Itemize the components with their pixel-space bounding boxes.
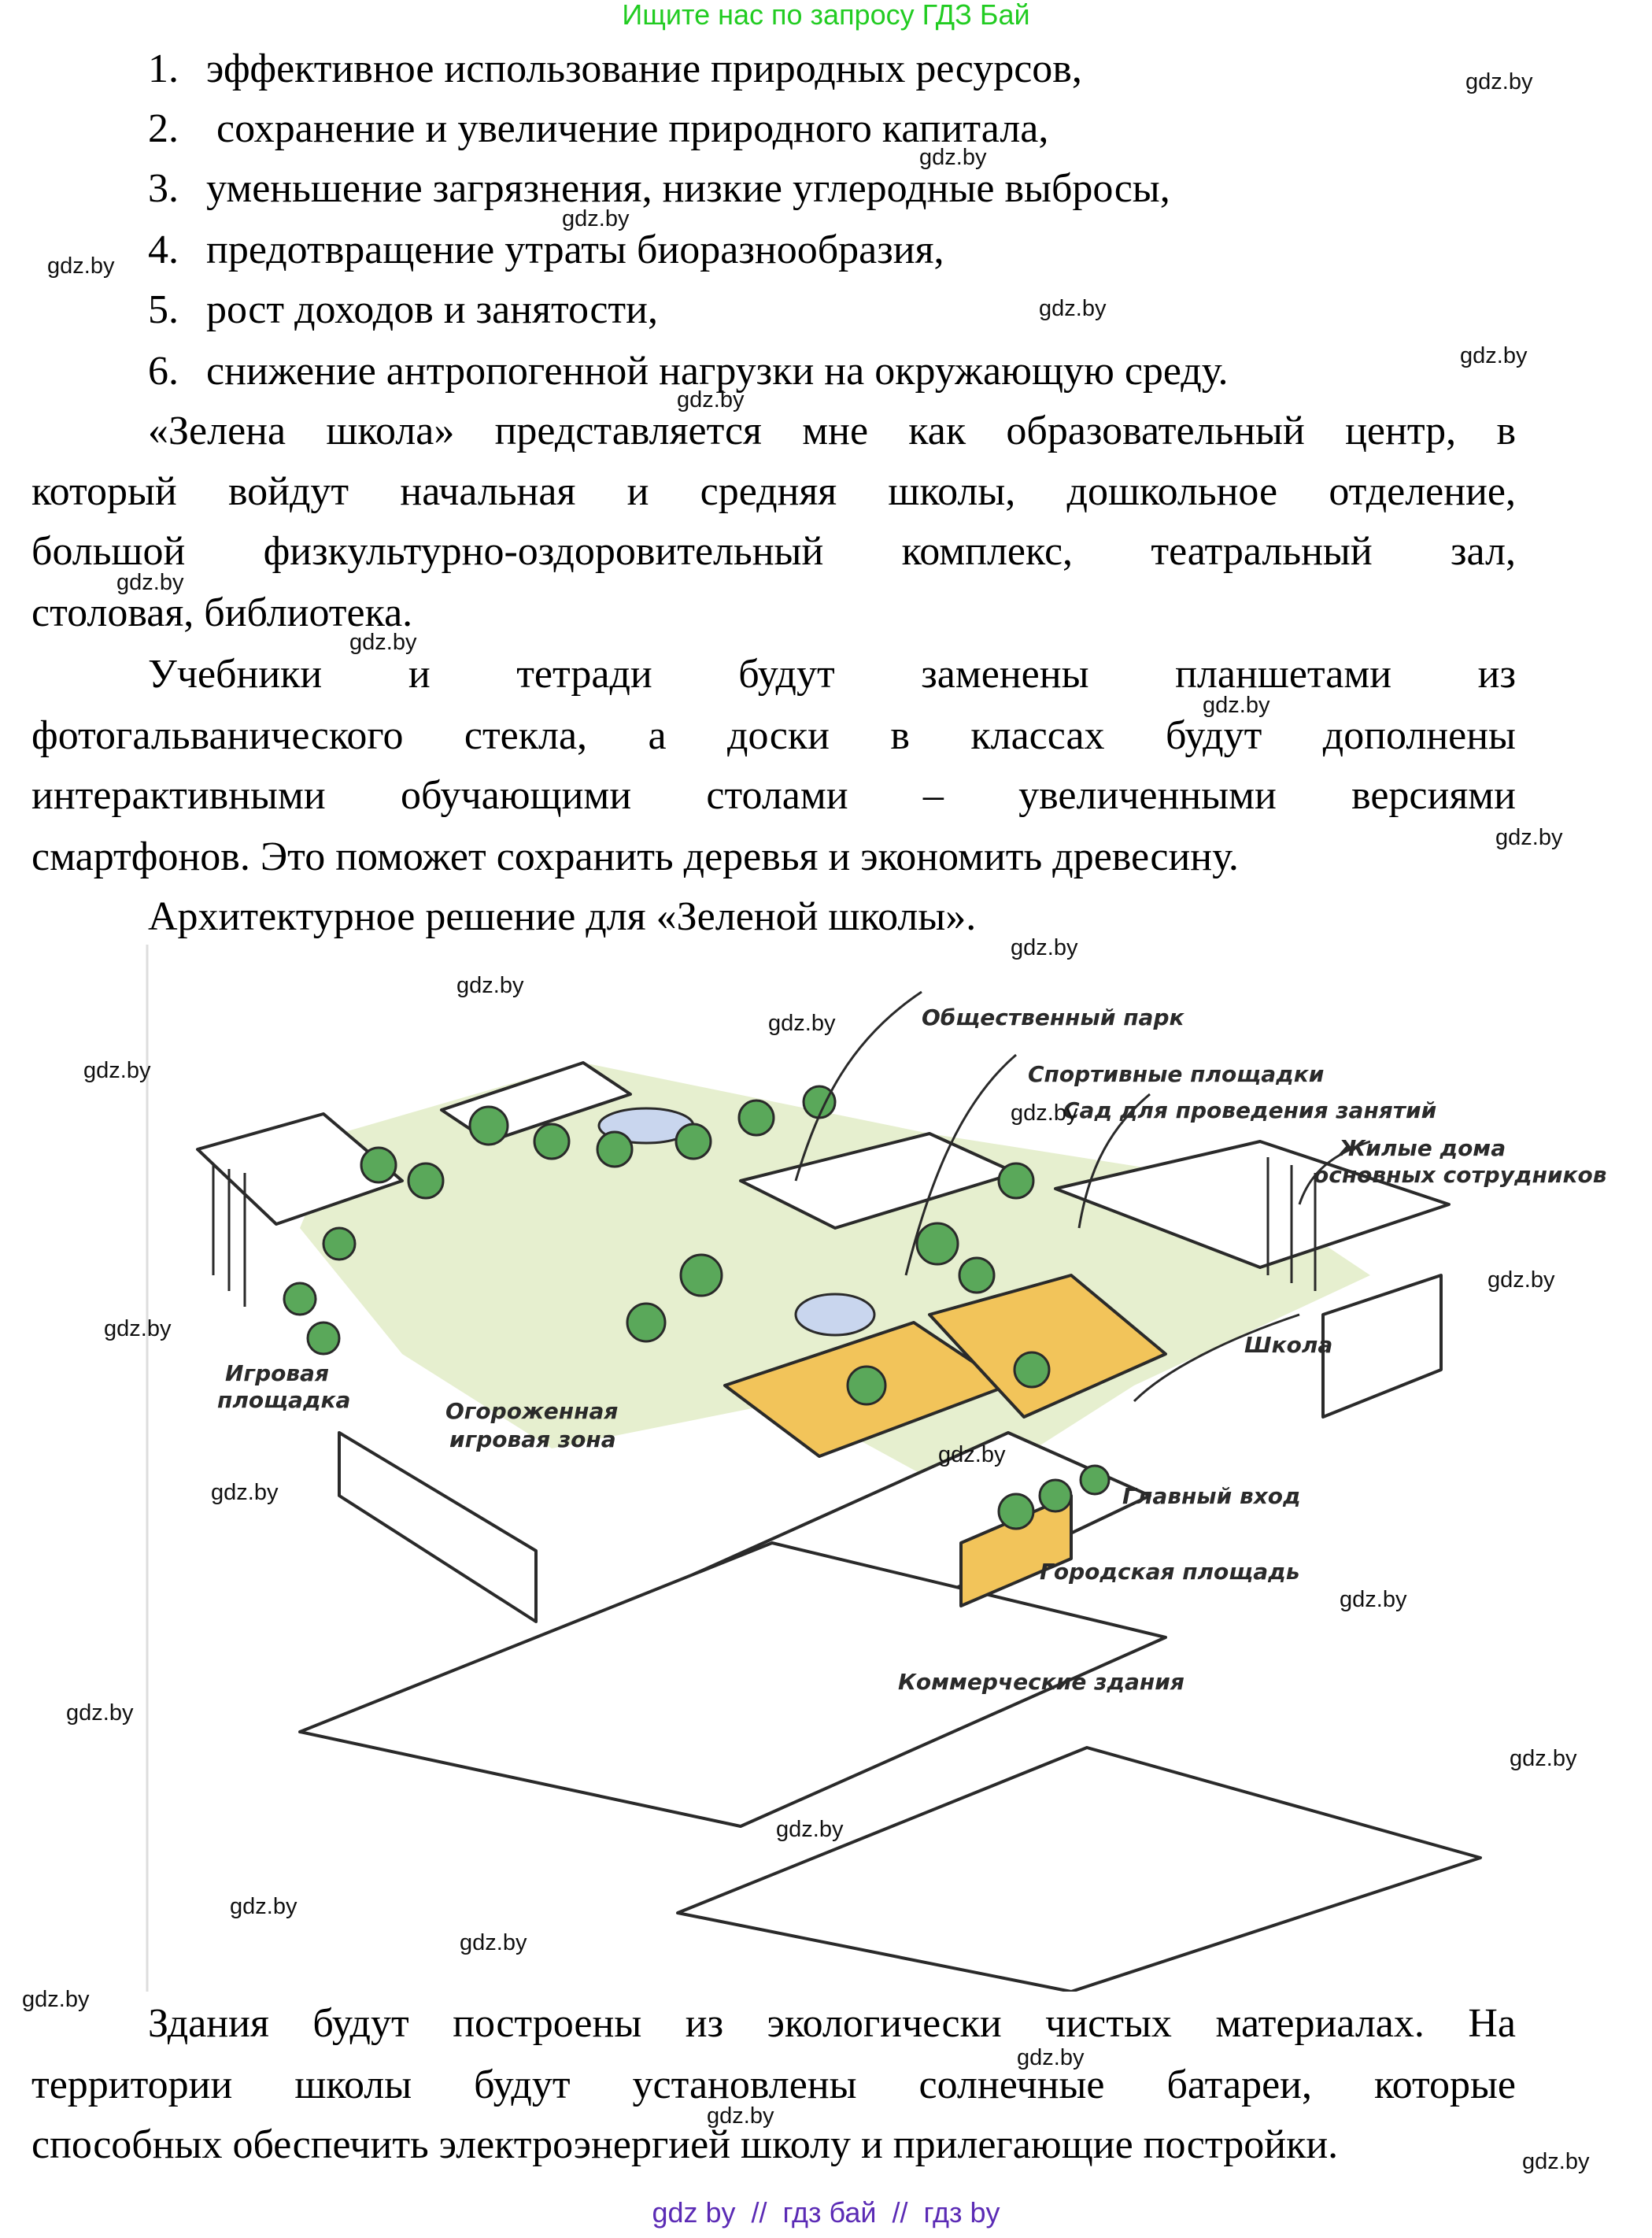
watermark: gdz.by bbox=[1017, 2045, 1085, 2070]
list-number: 6. bbox=[148, 349, 179, 394]
list-item: 1. эффективное использование природных р… bbox=[148, 46, 1082, 93]
label-city-square: Городская площадь bbox=[1040, 1559, 1300, 1585]
list-number: 5. bbox=[148, 287, 179, 332]
sketch-illustration bbox=[146, 945, 1482, 1993]
paragraph-line: большой физкультурно-оздоровительный ком… bbox=[31, 529, 1516, 574]
watermark: gdz.by bbox=[1495, 825, 1563, 850]
list-number: 3. bbox=[148, 166, 179, 211]
watermark: gdz.by bbox=[66, 1700, 134, 1726]
watermark: gdz.by bbox=[1522, 2149, 1590, 2174]
label-fenced-zone-1: Огороженная bbox=[445, 1398, 619, 1424]
paragraph-line: Учебники и тетради будут заменены планше… bbox=[148, 652, 1516, 697]
watermark: gdz.by bbox=[1460, 343, 1528, 368]
watermark: gdz.by bbox=[1465, 69, 1533, 94]
paragraph-line: столовая, библиотека. bbox=[31, 590, 413, 635]
list-number: 4. bbox=[148, 227, 179, 272]
label-playground-1: Игровая bbox=[225, 1360, 329, 1386]
paragraph-line: смартфонов. Это поможет сохранить деревь… bbox=[31, 834, 1239, 879]
list-text: сохранение и увеличение природного капит… bbox=[206, 106, 1049, 151]
watermark: gdz.by bbox=[1011, 1101, 1078, 1126]
label-staff-housing-1: Жилые дома bbox=[1339, 1135, 1506, 1161]
label-playground-2: площадка bbox=[217, 1387, 351, 1413]
paragraph-line: «Зелена школа» представляется мне как об… bbox=[148, 409, 1516, 453]
watermark: gdz.by bbox=[1011, 935, 1078, 960]
list-item: 4. предотвращение утраты биоразнообразия… bbox=[148, 227, 944, 274]
list-item: 3. уменьшение загрязнения, низкие углеро… bbox=[148, 165, 1170, 213]
architectural-sketch: Общественный парк Спортивные площадки Са… bbox=[142, 945, 1638, 1993]
paragraph-line: фотогальванического стекла, а доски в кл… bbox=[31, 713, 1516, 758]
watermark: gdz.by bbox=[349, 630, 417, 655]
watermark: gdz.by bbox=[919, 145, 987, 170]
paragraph-line: территории школы будут установлены солне… bbox=[31, 2062, 1516, 2107]
list-text: предотвращение утраты биоразнообразия, bbox=[206, 227, 944, 272]
list-number: 2. bbox=[148, 106, 179, 151]
paragraph-line: способных обеспечить электроэнергией шко… bbox=[31, 2122, 1339, 2167]
paragraph-line: интерактивными обучающими столами – увел… bbox=[31, 773, 1516, 818]
watermark: gdz.by bbox=[1510, 1746, 1577, 1771]
label-main-entrance: Главный вход bbox=[1122, 1483, 1301, 1509]
watermark: gdz.by bbox=[460, 1930, 527, 1955]
watermark: gdz.by bbox=[1039, 296, 1107, 321]
list-text: снижение антропогенной нагрузки на окруж… bbox=[206, 349, 1229, 394]
watermark: gdz.by bbox=[1203, 693, 1270, 718]
figure-caption: Архитектурное решение для «Зеленой школы… bbox=[148, 894, 977, 939]
label-sports-grounds: Спортивные площадки bbox=[1028, 1061, 1325, 1087]
label-staff-housing-2: основных сотрудников bbox=[1314, 1162, 1607, 1188]
watermark: gdz.by bbox=[938, 1442, 1006, 1467]
watermark: gdz.by bbox=[211, 1480, 279, 1505]
label-garden: Сад для проведения занятий bbox=[1063, 1097, 1437, 1123]
list-text: рост доходов и занятости, bbox=[206, 287, 658, 332]
list-item: 6. снижение антропогенной нагрузки на ок… bbox=[148, 348, 1229, 395]
watermark: gdz.by bbox=[776, 1817, 844, 1842]
list-number: 1. bbox=[148, 46, 179, 91]
watermark: gdz.by bbox=[116, 570, 184, 595]
watermark: gdz.by bbox=[456, 973, 524, 998]
label-public-park: Общественный парк bbox=[922, 1004, 1184, 1030]
watermark: gdz.by bbox=[768, 1011, 836, 1036]
watermark: gdz.by bbox=[22, 1987, 90, 2012]
watermark: gdz.by bbox=[1488, 1267, 1555, 1293]
list-text: эффективное использование природных ресу… bbox=[206, 46, 1082, 91]
watermark: gdz.by bbox=[83, 1058, 151, 1083]
footer-text[interactable]: gdz by // гдз бай // гдз by bbox=[652, 2196, 1000, 2229]
label-fenced-zone-2: игровая зона bbox=[449, 1426, 616, 1452]
list-item: 2. сохранение и увеличение природного ка… bbox=[148, 105, 1048, 153]
paragraph-line: Здания будут построены из экологически ч… bbox=[148, 2001, 1516, 2046]
label-school: Школа bbox=[1244, 1332, 1333, 1358]
footer-links[interactable]: gdz by // гдз бай // гдз by bbox=[0, 2196, 1652, 2229]
watermark: gdz.by bbox=[707, 2103, 774, 2129]
watermark: gdz.by bbox=[230, 1894, 298, 1919]
paragraph-line: который войдут начальная и средняя школы… bbox=[31, 469, 1516, 514]
label-commercial: Коммерческие здания bbox=[898, 1669, 1184, 1695]
list-text: уменьшение загрязнения, низкие углеродны… bbox=[206, 166, 1170, 211]
watermark: gdz.by bbox=[1340, 1587, 1407, 1612]
watermark: gdz.by bbox=[47, 253, 115, 279]
list-item: 5. рост доходов и занятости, bbox=[148, 287, 658, 334]
watermark: gdz.by bbox=[104, 1316, 172, 1341]
watermark: gdz.by bbox=[677, 387, 745, 412]
promo-header[interactable]: Ищите нас по запросу ГДЗ Бай bbox=[622, 0, 1030, 31]
watermark: gdz.by bbox=[562, 206, 630, 231]
